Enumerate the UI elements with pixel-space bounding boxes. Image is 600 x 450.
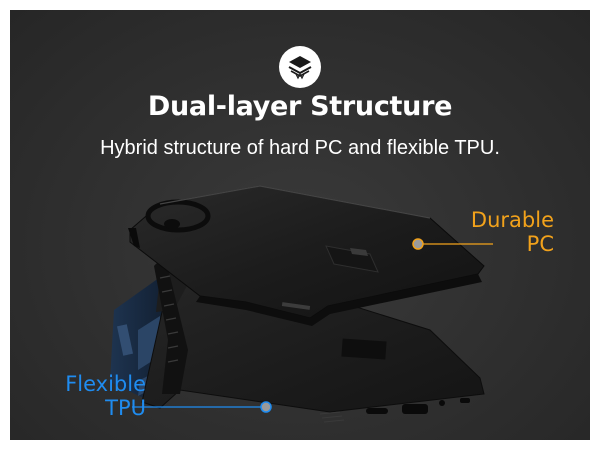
product-banner: Dual-layer Structure Hybrid structure of…	[10, 10, 590, 440]
pc-callout	[412, 238, 493, 250]
layers-icon	[288, 56, 312, 80]
page-subtitle: Hybrid structure of hard PC and flexible…	[100, 137, 500, 159]
pc-layer	[128, 185, 485, 326]
page-title: Dual-layer Structure	[147, 91, 453, 122]
tpu-callout	[132, 401, 272, 413]
layers-badge	[279, 46, 321, 88]
tpu-label: Flexible TPU	[36, 372, 146, 420]
tpu-label-line2: TPU	[105, 396, 146, 420]
case-illustration	[110, 185, 493, 423]
tpu-label-line1: Flexible	[65, 372, 146, 396]
pc-label-line1: Durable	[470, 208, 554, 232]
pc-label-line2: PC	[526, 232, 554, 256]
pc-label: Durable PC	[434, 208, 554, 256]
